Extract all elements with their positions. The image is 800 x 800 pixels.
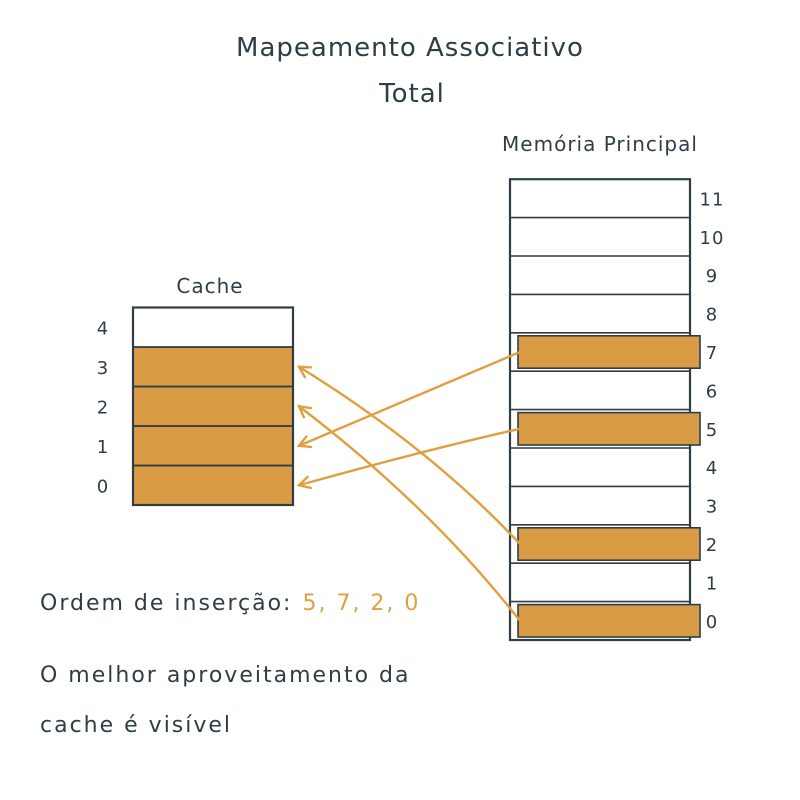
note-line-1: O melhor aproveitamento da: [40, 663, 411, 688]
memory-block-5-filled: [517, 411, 701, 446]
mapping-arrows: [296, 350, 522, 622]
memory-block-7-filled: [517, 334, 701, 369]
cache-slot-3-filled: [132, 346, 294, 388]
arrowhead-slot-3: [296, 365, 313, 379]
memory-block-label: 10: [700, 228, 725, 249]
cache-slot-label: 3: [97, 358, 109, 379]
memory-block-label: 4: [706, 458, 718, 479]
title-line-2: Total: [378, 79, 445, 109]
insertion-order-label: Ordem de inserção:: [40, 591, 292, 616]
memory-outline: [508, 178, 692, 642]
arrowhead-slot-2: [297, 404, 313, 419]
cache-outline: [131, 306, 295, 507]
cache-slot-label: 2: [97, 397, 109, 418]
insertion-order-line: Ordem de inserção: 5, 7, 2, 0: [40, 591, 420, 616]
memory-block-label: 2: [706, 535, 718, 556]
cache-block: 0 1 2 3 4: [97, 306, 295, 507]
memory-block-label: 3: [706, 497, 718, 518]
arrow-block-0-to-slot-2: [297, 405, 522, 622]
memory-block-0-filled: [517, 603, 701, 638]
memory-block-2-filled: [517, 526, 701, 561]
arrowhead-slot-1: [296, 435, 313, 449]
memory-block-label: 6: [706, 381, 718, 402]
cache-slot-1-filled: [132, 425, 294, 467]
title-line-1: Mapeamento Associativo: [236, 33, 584, 63]
arrow-block-2-to-slot-3: [297, 365, 522, 546]
insertion-order-value: 5, 7, 2, 0: [302, 591, 420, 616]
main-memory-block: 0 1 2 3 4 5 6 7 8 9 10 11: [508, 178, 725, 642]
arrow-block-5-to-slot-0: [297, 427, 522, 487]
cache-slot-0-filled: [132, 464, 294, 506]
memory-block-label: 1: [706, 573, 718, 594]
cache-slot-label: 0: [97, 476, 109, 497]
cache-slot-label: 4: [97, 318, 109, 339]
memory-block-label: 0: [706, 612, 718, 633]
arrowhead-slot-0: [296, 475, 312, 490]
memory-block-label: 9: [706, 266, 718, 287]
cache-label: Cache: [176, 274, 243, 298]
cache-slot-label: 1: [97, 437, 109, 458]
memory-block-label: 5: [706, 420, 718, 441]
cache-slot-2-filled: [132, 385, 294, 427]
memory-block-label: 8: [706, 305, 718, 326]
note-line-2: cache é visível: [40, 713, 232, 738]
memory-label: Memória Principal: [502, 132, 698, 156]
memory-block-label: 11: [700, 189, 725, 210]
memory-block-label: 7: [706, 343, 718, 364]
